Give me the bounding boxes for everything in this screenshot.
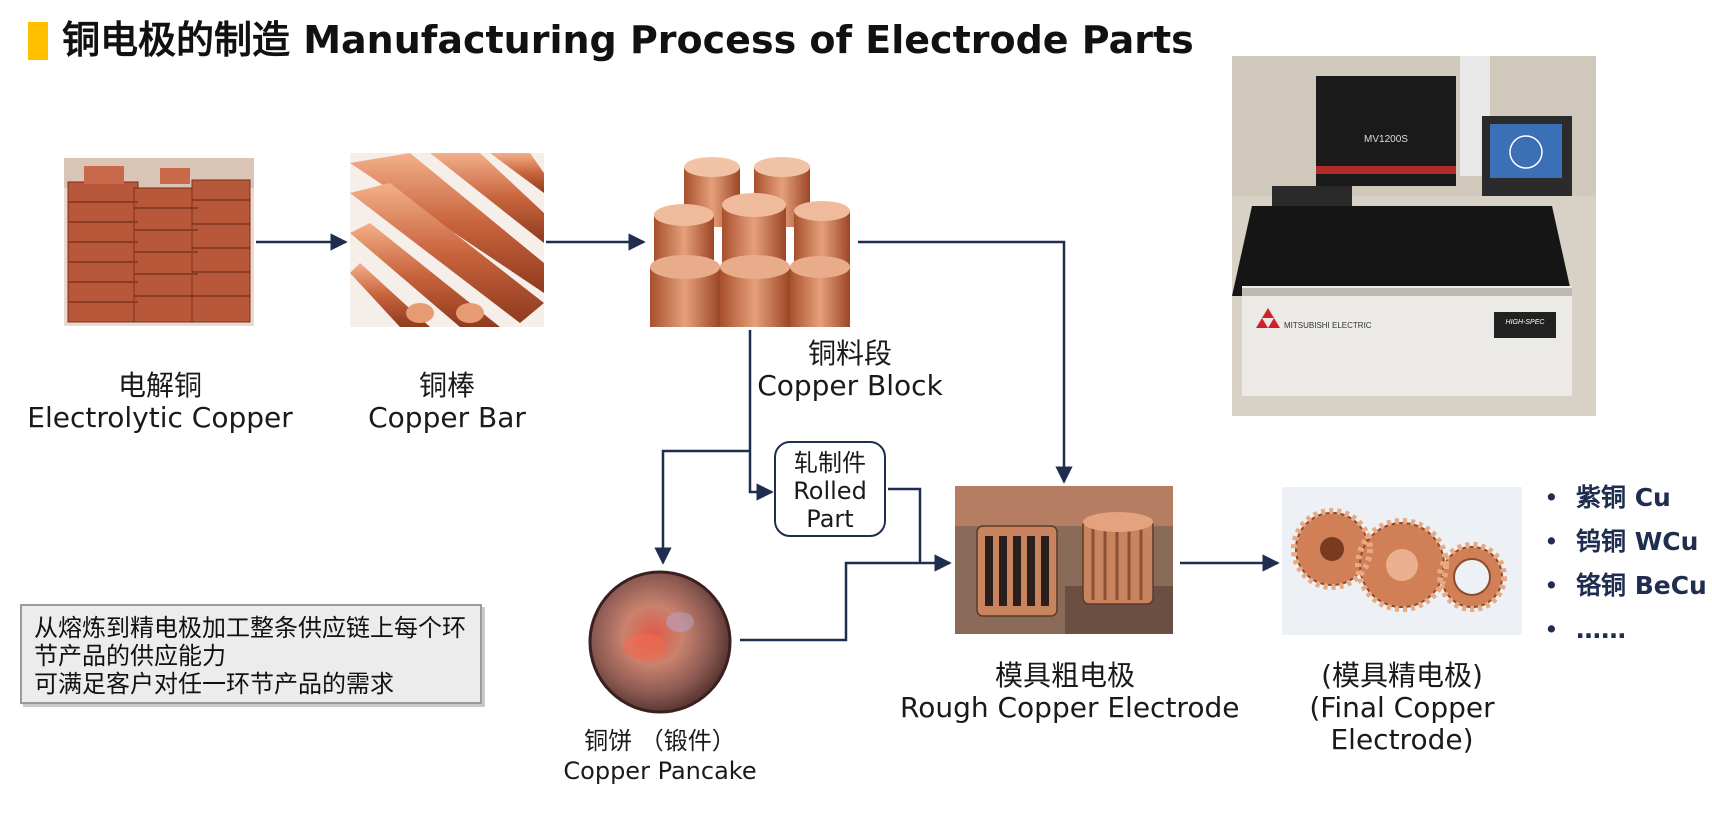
- line-rolled-out: [888, 487, 922, 563]
- copper-block-cn: 铜料段: [807, 337, 892, 370]
- copper-bar-photo: [350, 153, 544, 327]
- bullet-icon: •: [1544, 527, 1559, 556]
- bullet-icon: •: [1544, 571, 1559, 600]
- rough-electrode-cn: 模具粗电极: [994, 659, 1135, 692]
- electrolytic-copper-label: 电解铜 Electrolytic Copper: [20, 370, 300, 434]
- rough-electrode-photo: [955, 486, 1173, 634]
- page-title: 铜电极的制造 Manufacturing Process of Electrod…: [62, 18, 1194, 62]
- final-electrode-label: (模具精电极) (Final Copper Electrode): [1290, 660, 1514, 756]
- copper-bar-label: 铜棒 Copper Bar: [347, 370, 547, 434]
- arrow-pancake-to-rough: [740, 554, 952, 642]
- copper-block-photo: [650, 155, 850, 327]
- final-electrode-photo: [1282, 487, 1522, 635]
- machine-model-text: MV1200S: [1364, 134, 1408, 145]
- arrow-to-pancake: [654, 449, 750, 565]
- rolled-part-node: 轧制件 Rolled Part: [774, 441, 886, 537]
- final-electrode-en-line2: Electrode): [1330, 723, 1474, 756]
- copper-block-en: Copper Block: [757, 369, 943, 402]
- copper-pancake-cn: 铜饼 （锻件）: [584, 727, 736, 755]
- copper-bar-cn: 铜棒: [418, 369, 475, 402]
- note-line-1: 从熔炼到精电极加工整条供应链上每个环: [34, 614, 466, 642]
- machine-brand-text: MITSUBISHI ELECTRIC: [1284, 321, 1372, 330]
- electrolytic-copper-photo: [64, 158, 254, 326]
- copper-bar-en: Copper Bar: [368, 401, 526, 434]
- edm-machine-photo: MV1200S MITSUBISHI ELECTRIC HIGH-SPEC: [1232, 56, 1596, 416]
- rough-electrode-en: Rough Copper Electrode: [900, 691, 1240, 724]
- electrolytic-copper-en: Electrolytic Copper: [27, 401, 293, 434]
- rolled-part-cn: 轧制件: [794, 449, 866, 477]
- copper-pancake-photo: [585, 567, 735, 717]
- rough-electrode-label: 模具粗电极 Rough Copper Electrode: [900, 659, 1240, 724]
- bullet-icon: •: [1544, 483, 1559, 512]
- note-line-3: 可满足客户对任一环节产品的需求: [34, 670, 394, 698]
- final-electrode-cn: (模具精电极): [1321, 659, 1483, 692]
- alloy-item: • 铬铜 BeCu: [1538, 564, 1707, 608]
- alloy-item: • 紫铜 Cu: [1538, 476, 1707, 520]
- copper-pancake-label: 铜饼 （锻件） Copper Pancake: [545, 726, 775, 786]
- title-accent-bar: [28, 22, 48, 60]
- alloy-label: 铬铜 BeCu: [1576, 571, 1707, 600]
- rolled-part-en-line1: Rolled: [793, 477, 867, 505]
- alloy-label: 钨铜 WCu: [1576, 527, 1699, 556]
- alloy-list: • 紫铜 Cu • 钨铜 WCu • 铬铜 BeCu • ……: [1538, 476, 1707, 652]
- alloy-item: • ……: [1538, 608, 1707, 652]
- supply-chain-note: 从熔炼到精电极加工整条供应链上每个环 节产品的供应能力 可满足客户对任一环节产品…: [20, 604, 482, 704]
- alloy-label: 紫铜 Cu: [1576, 483, 1671, 512]
- copper-pancake-en: Copper Pancake: [563, 757, 757, 785]
- alloy-item: • 钨铜 WCu: [1538, 520, 1707, 564]
- electrolytic-copper-cn: 电解铜: [117, 369, 202, 402]
- machine-badge-text: HIGH-SPEC: [1506, 319, 1546, 326]
- bullet-icon: •: [1544, 615, 1559, 644]
- note-line-2: 节产品的供应能力: [34, 642, 226, 670]
- arrow-to-rolled: [748, 451, 774, 501]
- copper-block-label: 铜料段 Copper Block: [740, 338, 960, 402]
- alloy-label: ……: [1576, 615, 1626, 644]
- final-electrode-en-line1: (Final Copper: [1309, 691, 1495, 724]
- rolled-part-en-line2: Part: [806, 505, 854, 533]
